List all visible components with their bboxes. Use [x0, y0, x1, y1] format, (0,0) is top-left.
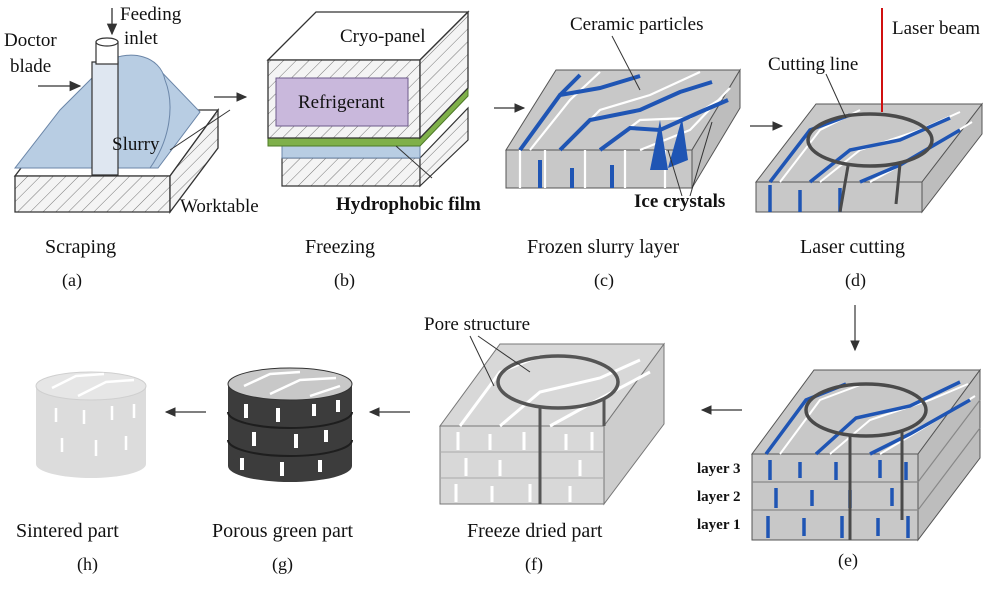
- panel-c-frozen-slurry: Ceramic particles Ice crystals Frozen sl…: [505, 14, 741, 291]
- cut-block-side: [921, 102, 983, 214]
- cutting-line: [806, 112, 934, 168]
- green-disc-edge-1: [227, 411, 353, 429]
- letter-c: (c): [594, 270, 614, 291]
- worktable-leader: [169, 109, 231, 151]
- label-cutting-line: Cutting line: [768, 54, 858, 75]
- letter-a: (a): [62, 270, 82, 291]
- worktable-front: [14, 175, 171, 213]
- caption-b: Freezing: [305, 236, 375, 258]
- letter-h: (h): [77, 554, 98, 575]
- letter-f: (f): [525, 554, 543, 575]
- label-cryo-panel: Cryo-panel: [340, 26, 425, 47]
- panel-h-sintered: Sintered part (h): [16, 371, 147, 575]
- refrigerant-box: [275, 77, 409, 127]
- feeding-cylinder-top: [95, 37, 119, 47]
- green-cylinder-bottom: [228, 450, 352, 482]
- ice-crystal-spike-1: [650, 120, 668, 170]
- label-blade: blade: [10, 56, 51, 77]
- ice-crystal-spike-2: [668, 118, 688, 168]
- freezing-slurry: [281, 145, 421, 159]
- ceramic-leader: [611, 35, 641, 91]
- cutting-leader: [825, 73, 847, 119]
- sintered-cylinder-top: [35, 371, 147, 401]
- stack-side: [917, 368, 981, 542]
- cutting-line-drop-2: [894, 163, 902, 205]
- label-inlet: inlet: [124, 28, 158, 49]
- letter-d: (d): [845, 270, 866, 291]
- green-top-pores: [243, 370, 341, 398]
- pore-leader-2: [477, 335, 531, 373]
- cryo-panel-side: [419, 10, 469, 140]
- freezing-worktable-front: [281, 157, 421, 187]
- letter-e: (e): [838, 550, 858, 571]
- layer-divider-side-1: [917, 399, 981, 483]
- label-layer-1: layer 1: [697, 517, 740, 533]
- doctor-blade: [91, 61, 119, 176]
- panel-a-scraping: Doctor blade Feeding inlet Slurry Workta…: [4, 4, 259, 291]
- ice-leader-1: [667, 149, 683, 197]
- panel-f-freeze-dried: Pore structure Freeze dried part (f): [424, 314, 665, 575]
- layer-divider-side-2: [917, 427, 981, 511]
- slurry-blob: [109, 54, 171, 169]
- film-leader: [395, 145, 433, 179]
- caption-c: Frozen slurry layer: [527, 236, 680, 258]
- green-side-pores: [240, 400, 340, 476]
- label-layer-2: layer 2: [697, 489, 740, 505]
- label-slurry: Slurry: [112, 134, 160, 155]
- letter-g: (g): [272, 554, 293, 575]
- label-refrigerant: Refrigerant: [298, 92, 385, 113]
- caption-g: Porous green part: [212, 520, 354, 542]
- stack-cutting-line: [804, 382, 928, 438]
- panel-g-porous-green: Porous green part (g): [212, 367, 354, 575]
- caption-f: Freeze dried part: [467, 520, 603, 542]
- label-feeding: Feeding: [120, 4, 182, 25]
- letter-b: (b): [334, 270, 355, 291]
- dried-cutting-line: [496, 354, 620, 410]
- label-worktable: Worktable: [180, 196, 259, 217]
- worktable-side: [169, 108, 219, 214]
- caption-h: Sintered part: [16, 520, 119, 542]
- caption-a: Scraping: [45, 236, 116, 258]
- panel-b-freezing: Cryo-panel Refrigerant Hydrophobic film …: [266, 10, 481, 291]
- cutting-line-drop-1: [838, 165, 850, 213]
- panel-d-laser-cutting: Laser beam Cutting line Laser cutting (d…: [754, 8, 984, 291]
- sintered-pores: [51, 372, 136, 456]
- label-doctor: Doctor: [4, 30, 57, 51]
- label-ice-crystals: Ice crystals: [634, 191, 725, 212]
- sintered-cylinder-bottom: [36, 450, 146, 478]
- label-hydrophobic-film: Hydrophobic film: [336, 194, 481, 215]
- label-pore-structure: Pore structure: [424, 314, 530, 335]
- label-ceramic-particles: Ceramic particles: [570, 14, 703, 35]
- panel-e-stacked-layers: layer 3 layer 2 layer 1 (e): [697, 368, 981, 571]
- label-laser-beam: Laser beam: [892, 18, 980, 39]
- label-layer-3: layer 3: [697, 461, 740, 477]
- caption-d: Laser cutting: [800, 236, 905, 258]
- frozen-block-side: [691, 68, 741, 190]
- green-disc-edge-2: [227, 439, 353, 457]
- freezing-worktable-side: [419, 106, 469, 188]
- ice-leader-2: [689, 121, 713, 197]
- pore-leader-1: [469, 335, 495, 387]
